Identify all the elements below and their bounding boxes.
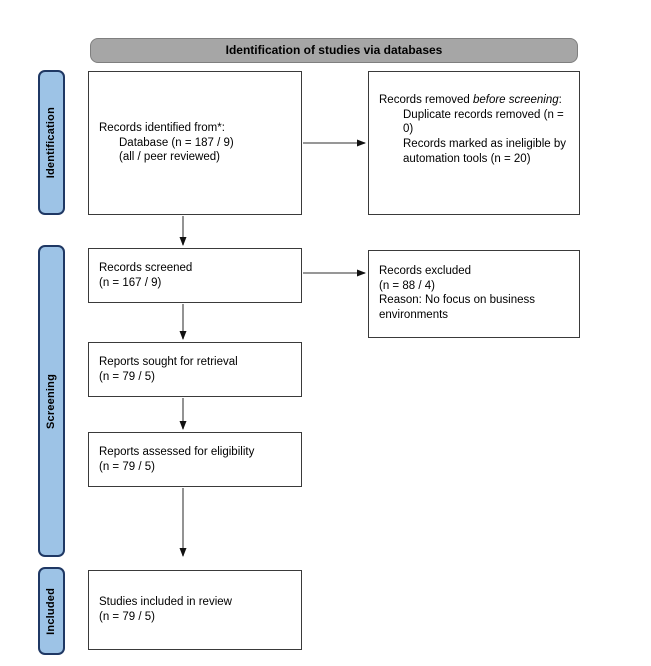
records-removed-lead-normal: Records removed <box>379 94 473 106</box>
stage-identification-label: Identification <box>45 106 58 179</box>
records-identified-line1: Records identified from*: <box>99 121 225 134</box>
records-removed-lead-italic: before screening <box>472 94 559 106</box>
stage-screening: Screening <box>38 245 65 557</box>
box-studies-included: Studies included in review (n = 79 / 5) <box>88 570 302 650</box>
reports-assessed-line1: Reports assessed for eligibility <box>99 445 255 458</box>
records-excluded-line3: Reason: No focus on business environment… <box>379 294 535 322</box>
box-records-excluded: Records excluded (n = 88 / 4) Reason: No… <box>368 250 580 338</box>
records-screened-line2: (n = 167 / 9) <box>99 276 162 289</box>
box-records-identified: Records identified from*: Database (n = … <box>88 71 302 215</box>
records-removed-lead-suffix: : <box>558 94 562 106</box>
reports-assessed-line2: (n = 79 / 5) <box>99 460 155 473</box>
records-identified-line3: (all / peer reviewed) <box>119 151 220 164</box>
records-excluded-line1: Records excluded <box>379 265 472 277</box>
records-identified-line2: Database (n = 187 / 9) <box>119 136 234 149</box>
studies-included-line1: Studies included in review <box>99 596 232 609</box>
stage-included-label: Included <box>45 587 58 635</box>
records-removed-item1: Duplicate records removed (n = 0) <box>403 108 564 136</box>
records-screened-line1: Records screened <box>99 261 193 274</box>
box-records-screened: Records screened (n = 167 / 9) <box>88 248 302 303</box>
box-reports-assessed: Reports assessed for eligibility (n = 79… <box>88 432 302 487</box>
reports-sought-line2: (n = 79 / 5) <box>99 370 155 383</box>
stage-screening-label: Screening <box>45 373 58 429</box>
records-removed-item2: Records marked as ineligible by automati… <box>403 138 566 165</box>
box-records-removed: Records removed before screening: Duplic… <box>368 71 580 215</box>
records-removed-lead: Records removed before screening: <box>379 93 573 108</box>
box-reports-sought: Reports sought for retrieval (n = 79 / 5… <box>88 342 302 397</box>
studies-included-line2: (n = 79 / 5) <box>99 611 155 623</box>
reports-sought-line1: Reports sought for retrieval <box>99 355 238 368</box>
stage-identification: Identification <box>38 70 65 215</box>
records-excluded-line2: (n = 88 / 4) <box>379 279 435 292</box>
stage-included: Included <box>38 567 65 655</box>
diagram-header: Identification of studies via databases <box>90 38 578 63</box>
diagram-header-title: Identification of studies via databases <box>225 42 443 57</box>
